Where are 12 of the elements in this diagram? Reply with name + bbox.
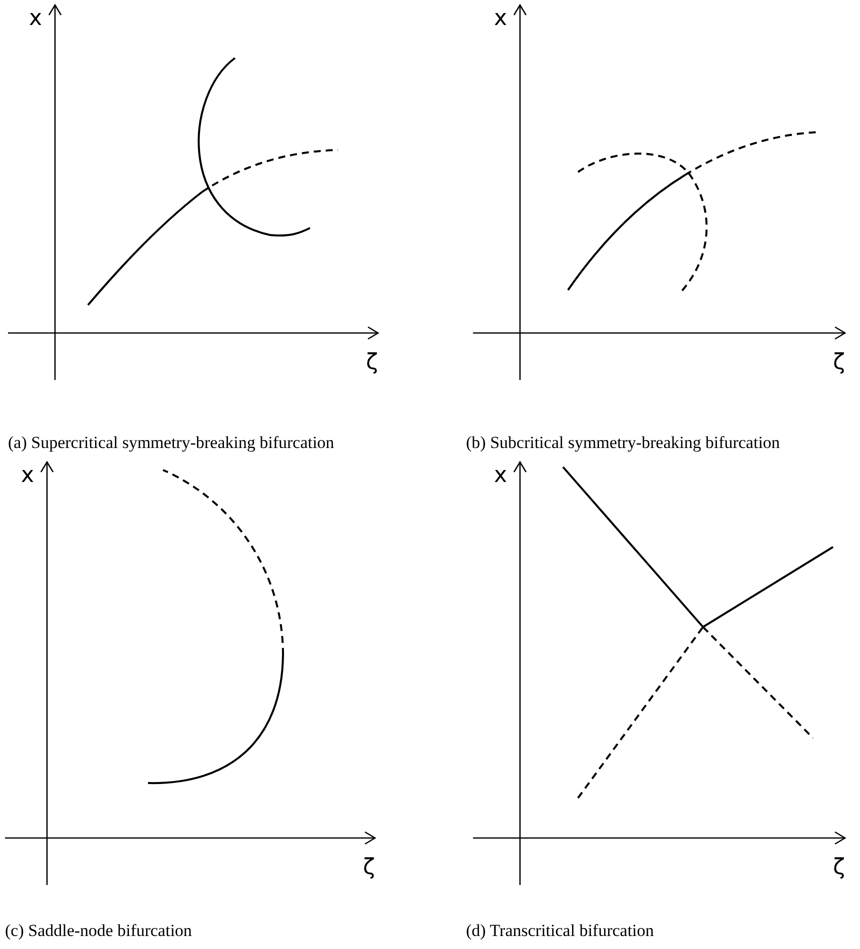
axis-label: x	[21, 464, 34, 488]
axis-label: x	[29, 7, 42, 31]
axis-label: ζ	[363, 856, 375, 880]
axis-label: ζ	[833, 351, 845, 375]
figure-caption: (b) Subcritical symmetry-breaking bifurcation	[466, 432, 781, 454]
axis-label: ζ	[366, 351, 378, 375]
axis-label: x	[494, 464, 508, 488]
figure-caption: (d) Transcritical bifurcation	[466, 920, 655, 942]
axis-label: x	[494, 7, 508, 31]
figure-caption: (a) Supercritical symmetry-breaking bifurcation	[8, 432, 336, 454]
figure-caption: (c) Saddle-node bifurcation	[5, 920, 193, 942]
axis-label: ζ	[833, 856, 845, 880]
